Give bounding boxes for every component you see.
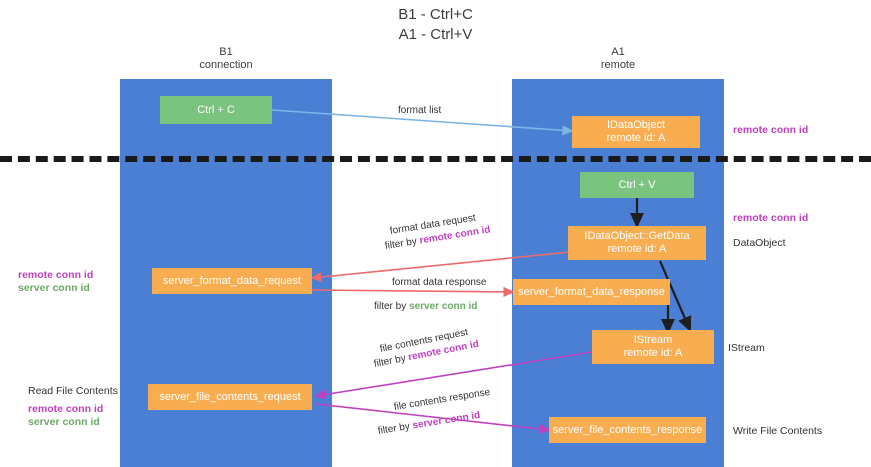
page-title: B1 - Ctrl+C A1 - Ctrl+V: [0, 5, 871, 45]
annotation-write-file-contents: Write File Contents: [733, 425, 823, 437]
lane-header-a1-name: A1: [611, 46, 625, 58]
lane-header-b1-sub: connection: [199, 59, 253, 71]
node-ctrl-v[interactable]: Ctrl + V: [580, 172, 694, 198]
annotation-read-file-contents: Read File Contents: [28, 385, 118, 397]
page-title-line1: B1 - Ctrl+C: [398, 6, 473, 23]
lane-header-a1: A1 remote: [512, 46, 724, 72]
flow-label-format-data-response-filter: filter by server conn id: [374, 300, 477, 313]
filter-prefix: filter by: [377, 420, 414, 437]
filter-prefix: filter by: [372, 352, 410, 370]
lane-header-a1-sub: remote: [600, 59, 636, 71]
filter-key-server-conn-id: server conn id: [409, 301, 478, 312]
annotation-left-file-server-conn-id: server conn id: [28, 416, 100, 428]
lane-header-b1: B1 connection: [120, 46, 332, 72]
node-istream[interactable]: IStream remote id: A: [592, 330, 714, 364]
filter-prefix: filter by: [384, 235, 421, 252]
node-idataobject-line2: remote id: A: [606, 132, 666, 144]
node-server-file-contents-response[interactable]: server_file_contents_response: [549, 417, 706, 443]
annotation-remote-conn-id-top: remote conn id: [733, 124, 809, 136]
node-getdata-line1: IDataObject::GetData: [584, 230, 690, 242]
node-server-format-data-request[interactable]: server_format_data_request: [152, 268, 312, 294]
flow-label-file-contents-response-filter: filter by server conn id: [377, 409, 481, 438]
filter-key-server-conn-id: server conn id: [411, 409, 481, 432]
phase-divider: [0, 156, 871, 162]
flow-label-format-data-response: format data response: [392, 277, 487, 288]
annotation-dataobject: DataObject: [733, 237, 786, 249]
filter-prefix: filter by: [374, 301, 410, 312]
annotation-left-file-remote-conn-id: remote conn id: [28, 403, 104, 415]
node-idataobject-line1: IDataObject: [606, 119, 666, 131]
annotation-istream: IStream: [728, 342, 765, 354]
page-title-line2: A1 - Ctrl+V: [398, 26, 473, 43]
node-server-format-data-response[interactable]: server_format_data_response: [513, 279, 670, 305]
node-ctrl-c[interactable]: Ctrl + C: [160, 96, 272, 124]
node-getdata-line2: remote id: A: [607, 243, 667, 255]
node-idataobject[interactable]: IDataObject remote id: A: [572, 116, 700, 148]
lane-header-b1-name: B1: [219, 46, 233, 58]
node-server-file-contents-request[interactable]: server_file_contents_request: [148, 384, 312, 410]
node-istream-line1: IStream: [633, 334, 673, 346]
node-istream-line2: remote id: A: [623, 347, 683, 359]
annotation-left-server-conn-id: server conn id: [18, 282, 90, 294]
annotation-left-remote-conn-id: remote conn id: [18, 269, 94, 281]
flow-label-format-list: format list: [398, 105, 442, 116]
annotation-remote-conn-id-mid: remote conn id: [733, 212, 809, 224]
node-idataobject-getdata[interactable]: IDataObject::GetData remote id: A: [568, 226, 706, 260]
